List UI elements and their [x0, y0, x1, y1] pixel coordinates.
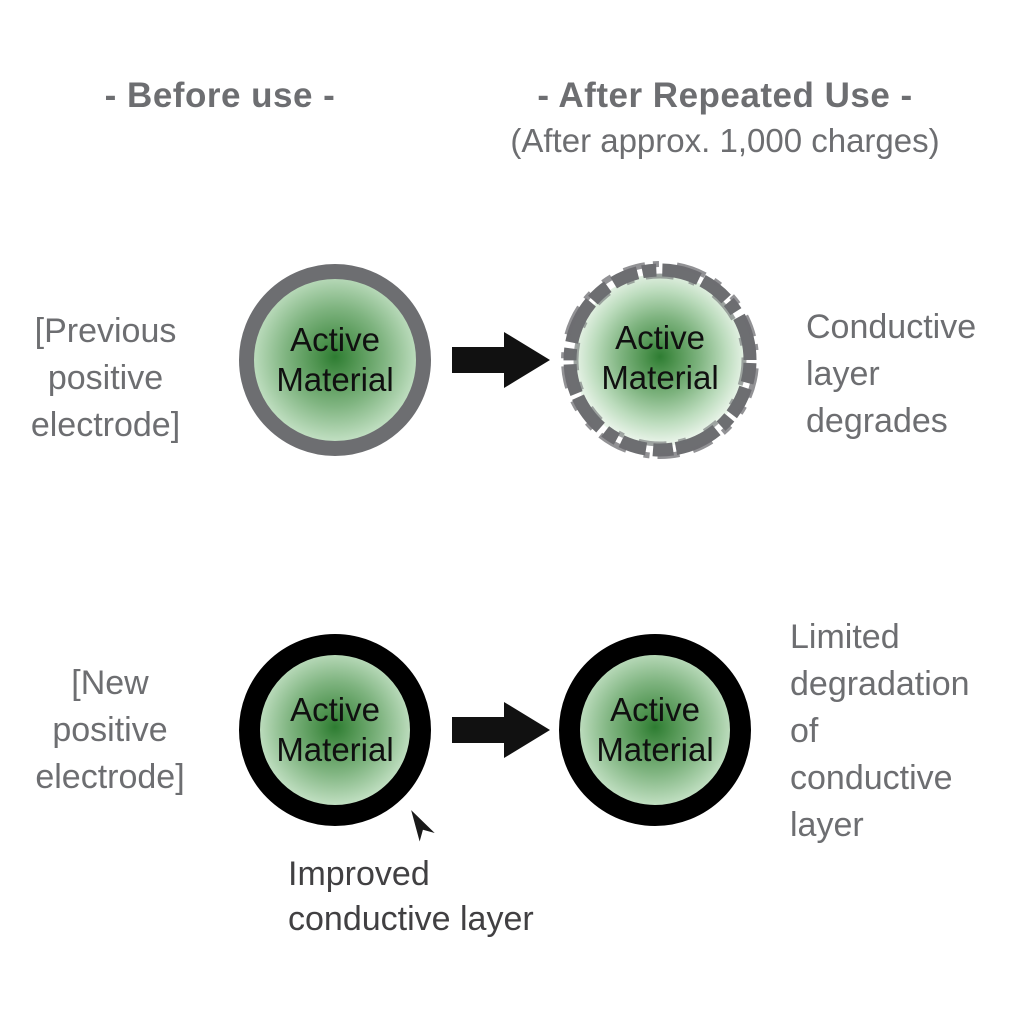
- before-use-title: - Before use -: [104, 76, 336, 115]
- active-material-label: Active Material: [596, 690, 714, 768]
- previous-electrode-before-circle: Active Material: [239, 264, 431, 456]
- active-material-label: Active Material: [601, 319, 719, 397]
- conductive-layer-degrades-caption: Conductive layer degrades: [806, 308, 977, 440]
- new-electrode-after-circle: Active Material: [559, 634, 751, 826]
- after-use-subtitle: (After approx. 1,000 charges): [510, 122, 940, 159]
- active-material-label: Active Material: [276, 690, 394, 768]
- previous-electrode-after-circle: [561, 261, 759, 459]
- previous-electrode-label: [Previous positive electrode]: [30, 312, 181, 444]
- active-material-label: Active Material: [276, 320, 394, 398]
- new-electrode-before-circle: Active Material: [239, 634, 431, 826]
- cursor-icon: [411, 810, 435, 842]
- arrow-right-icon: [452, 332, 550, 388]
- after-repeated-use-title: - After Repeated Use -: [537, 76, 913, 115]
- new-electrode-label: [New positive electrode]: [35, 664, 185, 796]
- improved-conductive-layer-annotation: Improved conductive layer: [288, 855, 534, 938]
- limited-degradation-caption: Limited degradation of conductive layer: [790, 618, 970, 844]
- arrow-right-icon: [452, 702, 550, 758]
